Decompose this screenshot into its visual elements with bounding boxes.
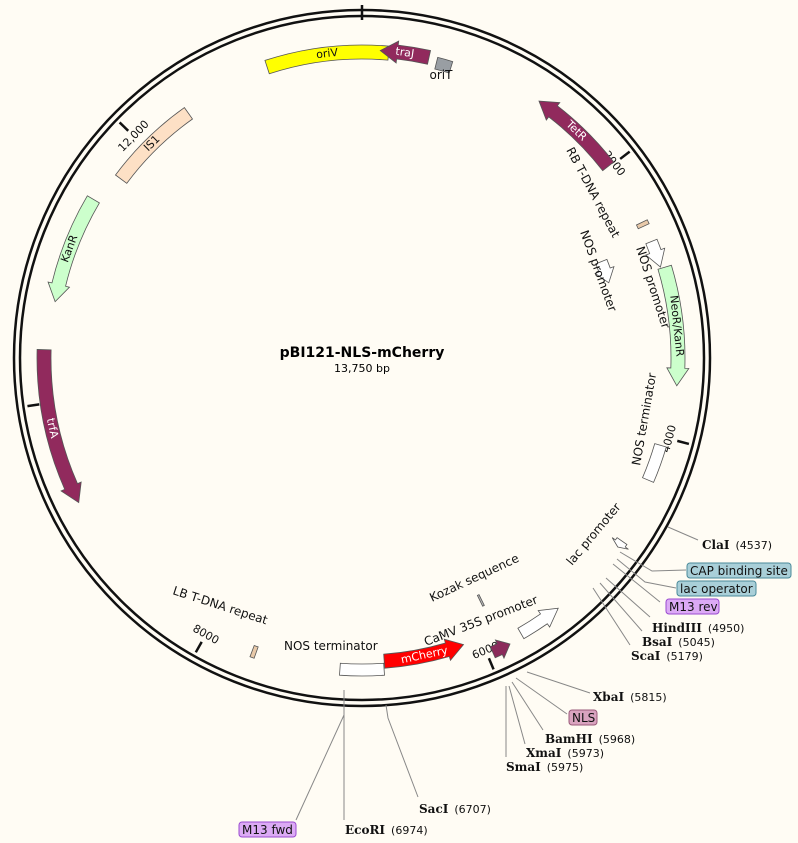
label-nos-promoter-1[interactable]: NOS promoter: [577, 228, 619, 313]
tick-mark: [118, 121, 130, 132]
feature-nls[interactable]: [489, 639, 511, 660]
label-nos-terminator-bottom[interactable]: NOS terminator: [284, 639, 378, 653]
feature-traj[interactable]: traJ: [379, 40, 432, 65]
site-EcoRI[interactable]: EcoRI(6974): [345, 823, 428, 837]
feature-kozak-sequence[interactable]: [476, 594, 485, 607]
tick-mark: [487, 657, 495, 670]
feature-kanr[interactable]: KanR: [47, 195, 100, 303]
tag-lac-operator[interactable]: lac operator: [676, 580, 757, 597]
label-lac-promoter[interactable]: lac promoter: [564, 500, 624, 568]
tag-m13-rev[interactable]: M13 rev: [665, 598, 720, 615]
feature-nos-promoter[interactable]: [645, 238, 666, 268]
feature-label: traJ: [395, 45, 415, 60]
feature-nos-promoter[interactable]: [594, 258, 615, 284]
feature-rb-t-dna-repeat[interactable]: [635, 219, 650, 230]
label-oriT[interactable]: oriT: [430, 68, 454, 82]
plasmid-name: pBI121-NLS-mCherry: [280, 345, 445, 361]
site-XbaI[interactable]: XbaI(5815): [593, 690, 667, 704]
feature-mcherry[interactable]: mCherry: [383, 638, 465, 669]
svg-text:CAP binding site: CAP binding site: [690, 564, 788, 578]
feature-nos-terminator[interactable]: [642, 443, 667, 483]
site-XmaI[interactable]: XmaI(5973): [526, 746, 604, 760]
plasmid-size: 13,750 bp: [334, 362, 390, 375]
feature-trfa[interactable]: trfA: [36, 349, 82, 504]
site-HindIII[interactable]: HindIII(4950): [652, 621, 744, 635]
tick-mark: [676, 439, 690, 446]
label-kozak[interactable]: Kozak sequence: [427, 551, 521, 605]
svg-text:lac operator: lac operator: [680, 582, 753, 596]
feature-label: trfA: [44, 417, 61, 440]
feature-label: NeoR/KanR: [667, 295, 686, 358]
feature-oriv[interactable]: oriV: [264, 44, 390, 75]
feature-label: oriV: [315, 46, 339, 61]
tick-mark: [194, 641, 203, 653]
tag-nls[interactable]: NLS: [568, 709, 598, 726]
site-BsaI[interactable]: BsaI(5045): [642, 635, 715, 649]
feature-orit[interactable]: [434, 56, 454, 74]
tag-cap-binding-site[interactable]: CAP binding site: [686, 562, 792, 579]
site-ScaI[interactable]: ScaI(5179): [631, 649, 703, 663]
tick-mark: [619, 150, 631, 160]
backbone-ring: [12, 5, 712, 708]
tick-mark: [27, 403, 40, 408]
site-SmaI[interactable]: SmaI(5975): [506, 760, 583, 774]
label-lb-tdna[interactable]: LB T-DNA repeat: [171, 584, 269, 628]
site-BamHI[interactable]: BamHI(5968): [545, 732, 635, 746]
svg-text:NLS: NLS: [572, 711, 595, 725]
feature-nos-terminator[interactable]: [339, 662, 385, 677]
feature-lb-t-dna-repeat[interactable]: [249, 644, 259, 659]
feature-neor-kanr[interactable]: NeoR/KanR: [657, 264, 690, 387]
feature-lac-promoter[interactable]: [611, 537, 629, 550]
feature-camv-35s-promoter[interactable]: [517, 607, 559, 640]
site-SacI[interactable]: SacI(6707): [419, 802, 491, 816]
svg-text:M13 fwd: M13 fwd: [242, 823, 293, 837]
tag-m13-fwd[interactable]: M13 fwd: [238, 821, 297, 838]
svg-text:M13 rev: M13 rev: [669, 600, 718, 614]
site-leader-lines: [295, 526, 699, 821]
site-ClaI[interactable]: ClaI(4537): [702, 538, 772, 552]
tick-label: 8000: [190, 622, 221, 647]
